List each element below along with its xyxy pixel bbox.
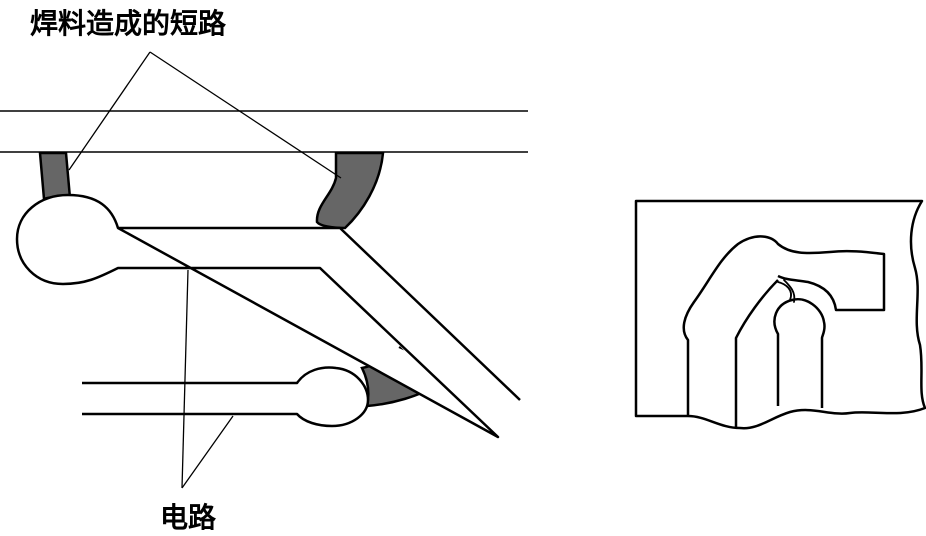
lower-trace-pad [82, 366, 370, 428]
leader-line-right-solder [149, 51, 342, 179]
solder-short-label: 焊料造成的短路 [30, 7, 227, 40]
magnified-solder-outline [682, 235, 886, 416]
magnified-solder-view [634, 199, 926, 430]
leader-line-lower-trace [181, 415, 234, 489]
leader-line-upper-trace [181, 269, 189, 489]
magnified-short-filament [777, 279, 796, 303]
magnified-frame [634, 199, 926, 430]
upper-trace-pad [15, 193, 521, 439]
solder-bridge-right [315, 151, 385, 230]
magnified-left-lead [734, 279, 779, 428]
magnified-right-lead [773, 297, 826, 408]
solder-bridge-left [38, 151, 72, 201]
leader-line-left-solder [68, 51, 151, 171]
circuit-label: 电路 [160, 501, 217, 534]
